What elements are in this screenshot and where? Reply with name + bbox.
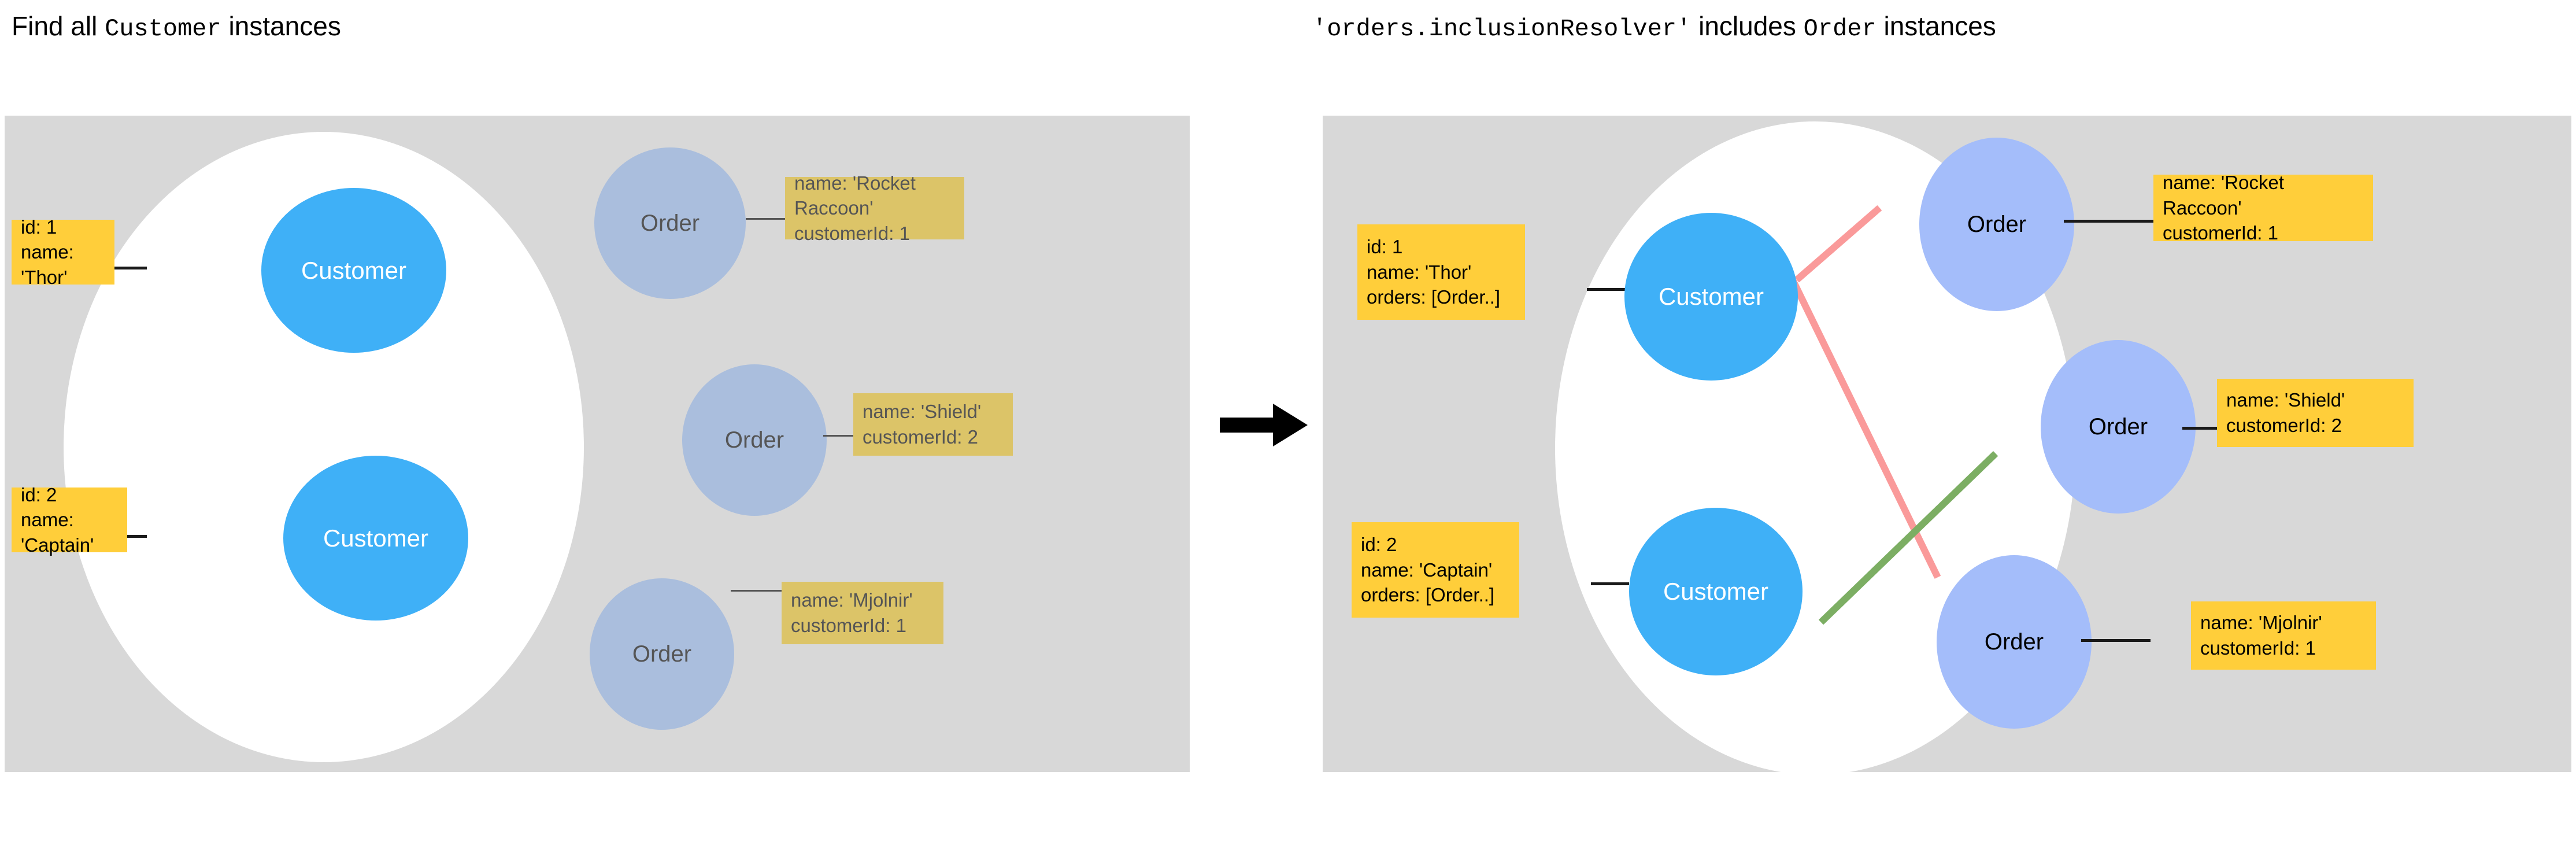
- left-order-2-customerid: customerId: 2: [863, 426, 978, 448]
- right-order-1-box: name: 'Rocket Raccoon' customerId: 1: [2153, 172, 2373, 243]
- left-customer-1-label: Customer: [301, 256, 407, 284]
- right-order-3-box: name: 'Mjolnir' customerId: 1: [2191, 601, 2376, 670]
- left-customer-1-line: [109, 267, 147, 269]
- left-order-1-node: Order: [594, 147, 746, 299]
- right-order-1-customerid: customerId: 1: [2163, 222, 2278, 244]
- right-panel-title: 'orders.inclusionResolver' includes Orde…: [1312, 10, 1996, 43]
- left-order-2-node: Order: [682, 364, 827, 516]
- right-order-2-label: Order: [2088, 413, 2148, 440]
- left-customer-1-name: name: 'Thor': [21, 241, 74, 288]
- right-order-1-node: Order: [1919, 138, 2074, 311]
- right-customer-2-node: Customer: [1629, 508, 1803, 675]
- right-customer-2-orders: orders: [Order..]: [1361, 584, 1495, 606]
- right-order-2-node: Order: [2041, 340, 2196, 514]
- right-order-3-line: [2081, 639, 2151, 642]
- right-customer-2-name: name: 'Captain': [1361, 559, 1493, 581]
- left-order-1-name: name: 'Rocket Raccoon': [794, 172, 916, 219]
- left-customer-2-box: id: 2 name: 'Captain': [12, 484, 127, 556]
- right-customer-2-box: id: 2 name: 'Captain' orders: [Order..]: [1352, 522, 1519, 618]
- right-title-mono-resolver: 'orders.inclusionResolver': [1312, 15, 1692, 43]
- right-order-1-line: [2064, 220, 2153, 223]
- right-title-suffix: instances: [1876, 11, 1996, 41]
- left-customer-2-name: name: 'Captain': [21, 509, 94, 556]
- left-panel-title: Find all Customer instances: [12, 10, 341, 43]
- right-customer-1-label: Customer: [1658, 283, 1764, 310]
- right-order-3-customerid: customerId: 1: [2200, 637, 2316, 659]
- left-customer-2-line: [109, 535, 147, 538]
- right-title-mono-order: Order: [1803, 15, 1877, 43]
- left-order-3-label: Order: [632, 641, 692, 667]
- left-title-suffix: instances: [221, 11, 341, 41]
- left-order-3-name: name: 'Mjolnir': [791, 589, 913, 611]
- right-arrow-icon: [1220, 404, 1308, 446]
- right-customer-1-node: Customer: [1624, 213, 1798, 381]
- left-order-1-label: Order: [640, 210, 700, 236]
- right-customer-1-name: name: 'Thor': [1367, 261, 1472, 283]
- right-order-1-label: Order: [1967, 211, 2027, 237]
- left-order-2-label: Order: [724, 427, 784, 453]
- left-customer-2-label: Customer: [323, 524, 429, 552]
- right-order-3-name: name: 'Mjolnir': [2200, 612, 2322, 634]
- left-customer-1-id: id: 1: [21, 216, 57, 238]
- left-order-3-box: name: 'Mjolnir' customerId: 1: [782, 582, 943, 644]
- right-order-2-customerid: customerId: 2: [2226, 415, 2342, 436]
- right-customer-2-id: id: 2: [1361, 534, 1397, 556]
- right-order-3-label: Order: [1984, 629, 2044, 655]
- right-customer-1-id: id: 1: [1367, 236, 1403, 258]
- left-order-1-customerid: customerId: 1: [794, 222, 910, 244]
- right-customer-2-line: [1591, 582, 1629, 585]
- left-customer-2-node: Customer: [283, 456, 468, 621]
- left-customer-2-id: id: 2: [21, 483, 57, 505]
- right-order-2-line: [2182, 427, 2217, 430]
- right-customer-1-box: id: 1 name: 'Thor' orders: [Order..]: [1357, 224, 1525, 320]
- right-customer-1-orders: orders: [Order..]: [1367, 286, 1501, 308]
- left-customer-1-node: Customer: [261, 188, 446, 353]
- left-order-2-name: name: 'Shield': [863, 401, 982, 423]
- left-order-2-box: name: 'Shield' customerId: 2: [853, 393, 1013, 456]
- left-title-mono-customer: Customer: [105, 15, 221, 43]
- right-order-2-box: name: 'Shield' customerId: 2: [2217, 379, 2414, 447]
- right-order-1-name: name: 'Rocket Raccoon': [2163, 172, 2284, 219]
- left-order-1-box: name: 'Rocket Raccoon' customerId: 1: [785, 172, 964, 244]
- right-customer-2-label: Customer: [1663, 578, 1769, 605]
- left-customer-1-box: id: 1 name: 'Thor': [12, 216, 114, 288]
- right-order-3-node: Order: [1937, 555, 2092, 729]
- right-order-2-name: name: 'Shield': [2226, 389, 2345, 411]
- left-order-3-node: Order: [590, 578, 734, 730]
- transition-arrow: [1220, 399, 1312, 454]
- left-order-1-line: [746, 218, 785, 220]
- right-customer-1-line: [1587, 288, 1625, 291]
- left-order-3-line: [731, 590, 782, 592]
- right-title-mid: includes: [1691, 11, 1804, 41]
- left-order-3-customerid: customerId: 1: [791, 615, 906, 636]
- left-title-prefix: Find all: [12, 11, 105, 41]
- left-order-2-line: [823, 435, 853, 437]
